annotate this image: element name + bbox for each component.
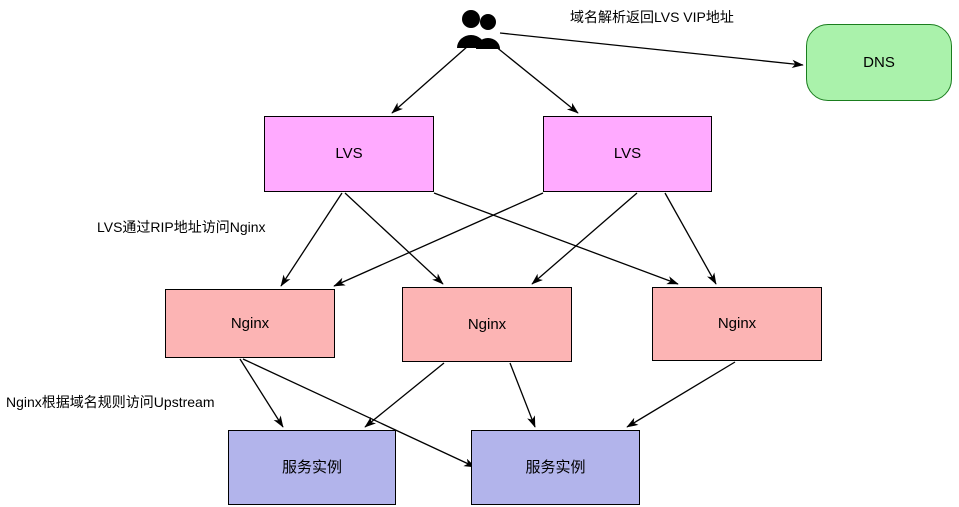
users-icon (457, 10, 500, 49)
edge-lvs2-nginx2 (531, 192, 638, 285)
node-lvs-2-label: LVS (613, 145, 642, 162)
edge-user-lvs1 (391, 45, 469, 114)
node-service-2-label: 服务实例 (525, 458, 586, 476)
edge-label-nginx-upstream: Nginx根据域名规则访问Upstream (6, 394, 215, 410)
edge-lvs2-nginx3 (664, 192, 717, 285)
node-nginx-1[interactable]: Nginx (165, 289, 335, 358)
edge-lvs1-nginx3 (433, 192, 679, 285)
node-service-2[interactable]: 服务实例 (471, 430, 640, 505)
edge-nginx2-service1 (364, 362, 445, 428)
node-nginx-3[interactable]: Nginx (652, 287, 822, 361)
edge-lvs1-nginx1 (280, 192, 343, 287)
node-lvs-2[interactable]: LVS (543, 116, 712, 192)
edge-label-dns-resolution: 域名解析返回LVS VIP地址 (570, 9, 734, 25)
node-nginx-1-label: Nginx (230, 314, 270, 332)
edge-lvs2-nginx1 (333, 192, 544, 287)
node-nginx-2-label: Nginx (467, 315, 507, 333)
node-nginx-3-label: Nginx (717, 315, 757, 332)
edge-nginx3-service2 (626, 361, 736, 428)
node-lvs-1-label: LVS (335, 145, 363, 162)
edge-user-dns (499, 32, 804, 68)
node-service-1[interactable]: 服务实例 (228, 430, 396, 505)
edge-label-lvs-rip: LVS通过RIP地址访问Nginx (97, 219, 266, 235)
node-dns-label: DNS (863, 53, 895, 71)
edge-nginx2-service2 (509, 362, 536, 428)
node-dns[interactable]: DNS (806, 24, 952, 101)
edge-user-lvs2 (494, 45, 579, 114)
edge-nginx1-service1 (239, 358, 284, 428)
node-service-1-label: 服务实例 (281, 458, 342, 476)
node-nginx-2[interactable]: Nginx (402, 287, 572, 362)
edge-lvs1-nginx2 (344, 192, 444, 285)
node-lvs-1[interactable]: LVS (264, 116, 434, 192)
